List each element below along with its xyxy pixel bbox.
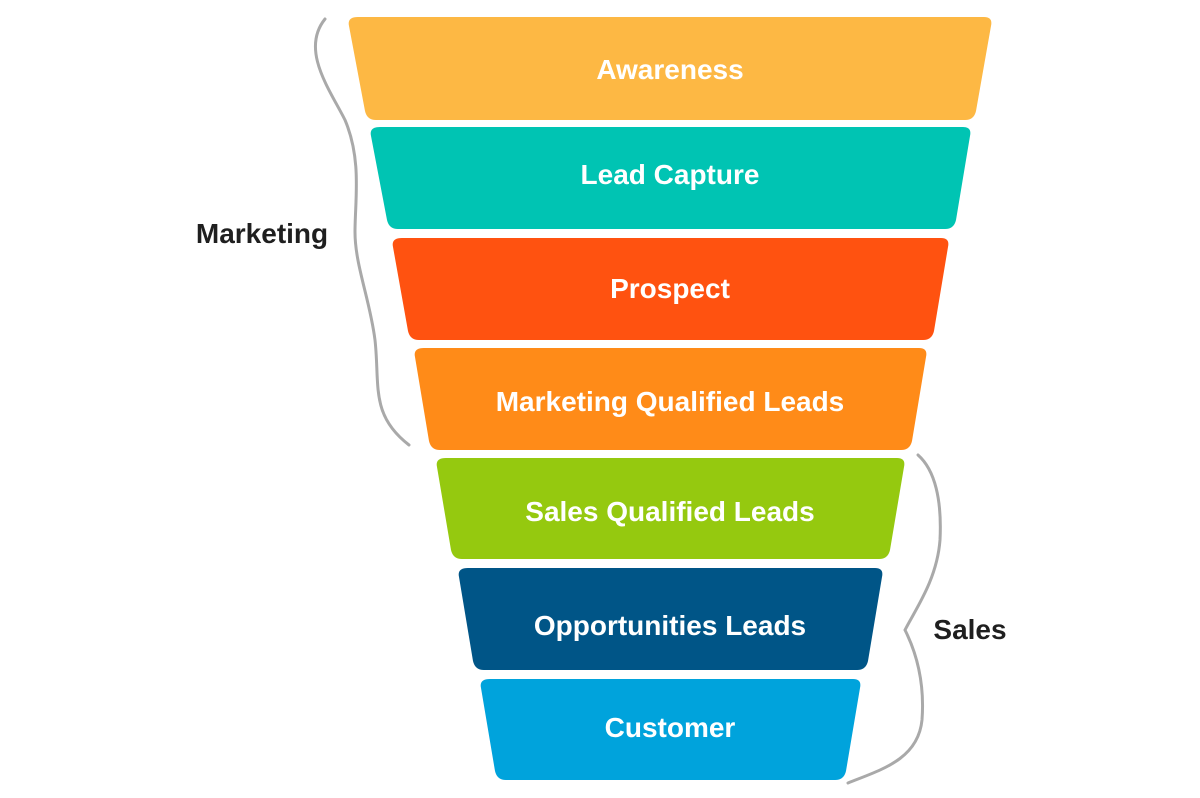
stage-sales-qualified-leads: Sales Qualified Leads xyxy=(436,458,905,559)
stage-customer-label: Customer xyxy=(605,712,736,743)
stage-awareness-shape xyxy=(348,17,992,120)
stage-opportunities-leads-label: Opportunities Leads xyxy=(534,610,806,641)
sales-group-label: Sales xyxy=(933,614,1006,645)
sales-group: Sales xyxy=(846,453,1007,785)
stage-customer-shape xyxy=(480,679,861,780)
stage-marketing-qualified-leads: Marketing Qualified Leads xyxy=(414,348,927,450)
stage-customer: Customer xyxy=(480,679,861,780)
stage-marketing-qualified-leads-label: Marketing Qualified Leads xyxy=(496,386,845,417)
stage-prospect: Prospect xyxy=(392,238,949,340)
stage-awareness-label: Awareness xyxy=(596,54,743,85)
marketing-group: Marketing xyxy=(196,17,411,447)
sales-brace xyxy=(846,453,942,785)
stage-opportunities-leads-shape xyxy=(458,568,883,670)
stage-awareness: Awareness xyxy=(348,17,992,120)
stage-lead-capture: Lead Capture xyxy=(370,127,971,229)
stage-prospect-label: Prospect xyxy=(610,273,730,304)
stage-opportunities-leads: Opportunities Leads xyxy=(458,568,883,670)
funnel-stages: Awareness Lead Capture Prospect Marketin… xyxy=(348,17,992,780)
stage-prospect-shape xyxy=(392,238,949,340)
marketing-group-label: Marketing xyxy=(196,218,328,249)
stage-lead-capture-label: Lead Capture xyxy=(581,159,760,190)
stage-sales-qualified-leads-label: Sales Qualified Leads xyxy=(525,496,814,527)
stage-lead-capture-shape xyxy=(370,127,971,229)
marketing-brace xyxy=(313,17,411,447)
stage-marketing-qualified-leads-shape xyxy=(414,348,927,450)
stage-sales-qualified-leads-shape xyxy=(436,458,905,559)
